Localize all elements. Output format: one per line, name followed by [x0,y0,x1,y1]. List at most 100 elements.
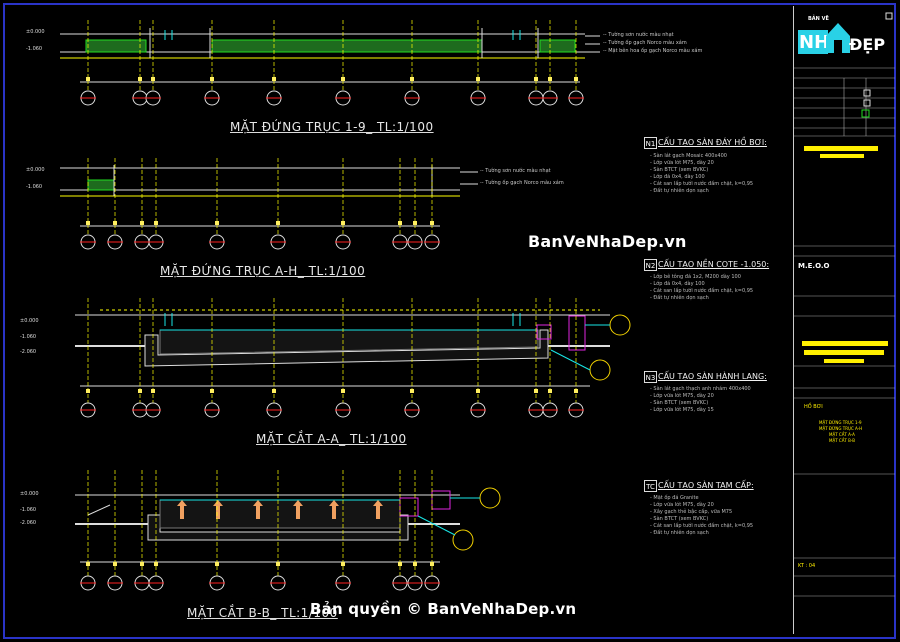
tb-content-3: MẶT CẮT B-B [829,438,855,443]
axis-dim-mark [210,77,214,81]
logo-mid-text: NH [799,32,830,53]
drain-arrow-head [213,500,223,506]
tb-check-box [861,109,870,118]
section-tc-line-5: - Đất tự nhiên dọn sạch [650,530,709,536]
axis-dim-mark [151,77,155,81]
watermark-footer: Bản quyền © BanVeNhaDep.vn [310,600,577,618]
section-tc-line-1: - Lớp vữa lót M75, dày 20 [650,502,714,508]
drain-arrow-head [253,500,263,506]
elevation-a-h [60,165,478,227]
section-title-n1: CẤU TẠO SÀN ĐÁY HỒ BƠI: [658,138,767,147]
section-title-n2: CẤU TẠO NỀN COTE -1.050: [658,260,770,269]
axis-dim-mark [410,77,414,81]
axis-dim-mark [476,389,480,393]
axis-dim-mark [413,562,417,566]
axis-dim-mark [534,389,538,393]
drain-arrow-shaft [180,505,184,519]
level-4-2: -2.060 [20,520,37,526]
note-2-1: -- Tường sơn nước màu nhạt [480,168,551,174]
tb-yellow-bar [802,341,888,346]
axis-dim-mark [276,221,280,225]
drain-arrow-shaft [332,505,336,519]
elevation-1-9 [60,28,600,83]
section-tag-n2: N2 [644,259,657,271]
axis-dim-mark [215,562,219,566]
section-n1-line-3: - Lớp đá 0x4, dày 100 [650,174,705,180]
drain-arrow-shaft [376,505,380,519]
section-tc-line-2: - Xây gạch thẻ bậc cấp, vữa M75 [650,509,733,515]
watermark-center: BanVeNhaDep.vn [528,232,687,251]
level-1-1: -1.060 [26,46,43,52]
axis-dim-mark [534,77,538,81]
section-title-tc: CẤU TẠO SÀN TAM CẤP: [658,481,754,490]
axis-dim-mark [276,562,280,566]
axis-dim-mark [548,389,552,393]
tb-project-code: M.E.O.O [798,262,830,270]
house-icon [826,23,850,53]
section-b-b [75,490,460,563]
axis-dim-mark [86,562,90,566]
drain-arrow-head [329,500,339,506]
axis-dim-mark [113,221,117,225]
logo-top-text: BẢN VẼ [808,16,829,22]
title-block-lines [794,12,895,597]
axis-dim-mark [140,562,144,566]
note-1-2: -- Tường ốp gạch Norco màu xám [603,40,687,46]
view-title-sect-b-b: MẶT CẮT B-B_ TL:1/100 [187,606,338,620]
level-2-0: ±0.000 [26,167,45,173]
axis-dim-mark [341,77,345,81]
level-4-1: -1.060 [20,507,37,513]
section-n3-line-2: - Sàn BTCT (xem BVKC) [650,400,709,406]
axis-dim-mark [341,221,345,225]
section-n2-line-0: - Lớp bê tông đá 1x2, M200 dày 100 [650,274,741,280]
section-n3-line-1: - Lớp vữa lót M75, dày 20 [650,393,714,399]
drain-arrow-shaft [216,505,220,519]
axis-dim-mark [215,221,219,225]
note-1-1: -- Tường sơn nước màu nhạt [603,32,674,38]
section-tc-line-0: - Mặt ốp đá Granite [650,495,699,501]
axis-dim-mark [341,389,345,393]
axis-dim-mark [86,389,90,393]
axis-dim-mark [272,389,276,393]
axis-dim-mark [574,77,578,81]
axis-dim-mark [86,221,90,225]
logo-block [798,30,828,54]
axis-markers-row-3 [80,298,584,418]
section-tc-line-4: - Cát san lấp tưới nước đầm chặt, k=0,95 [650,523,754,529]
note-2-2: -- Tường ốp gạch Norco màu xám [480,180,564,186]
section-n3-line-3: - Lớp vữa lót M75, dày 15 [650,407,714,413]
axis-dim-mark [430,562,434,566]
tb-yellow-bar [824,359,864,363]
section-n2-line-3: - Đất tự nhiên dọn sạch [650,295,709,301]
level-1-0: ±0.000 [26,29,45,35]
section-n1-line-4: - Cát san lấp tưới nước đầm chặt, k=0,95 [650,181,754,187]
section-n1-line-2: - Sàn BTCT (xem BVKC) [650,167,709,173]
tb-content-2: MẶT CẮT A-A [829,432,855,437]
section-tag-n3: N3 [644,371,657,383]
axis-dim-mark [138,77,142,81]
axis-dim-mark [138,389,142,393]
tb-content-0: MẶT ĐỨNG TRỤC 1-9 [819,420,862,425]
section-tag-tc: TC [644,480,657,492]
axis-dim-mark [151,389,155,393]
level-4-0: ±0.000 [20,491,39,497]
tb-yellow-bar [804,350,884,355]
section-a-a [75,309,610,387]
axis-dim-mark [476,77,480,81]
axis-dim-mark [430,221,434,225]
section-n2-line-1: - Lớp đá 0x4, dày 100 [650,281,705,287]
axis-dim-mark [272,77,276,81]
axis-dim-mark [398,221,402,225]
drain-arrow-shaft [256,505,260,519]
tb-yellow-bar [804,146,878,151]
note-1-3: -- Mặt bên hoa ốp gạch Norco màu xám [603,48,703,54]
detail-callouts [417,314,631,551]
level-3-2: -2.060 [20,349,37,355]
section-n1-line-5: - Đất tự nhiên dọn sạch [650,188,709,194]
drain-arrow-shaft [296,505,300,519]
axis-markers-row-4 [80,470,440,591]
drainage-arrows [177,500,383,519]
drawing-frame [3,3,896,639]
axis-dim-mark [154,221,158,225]
